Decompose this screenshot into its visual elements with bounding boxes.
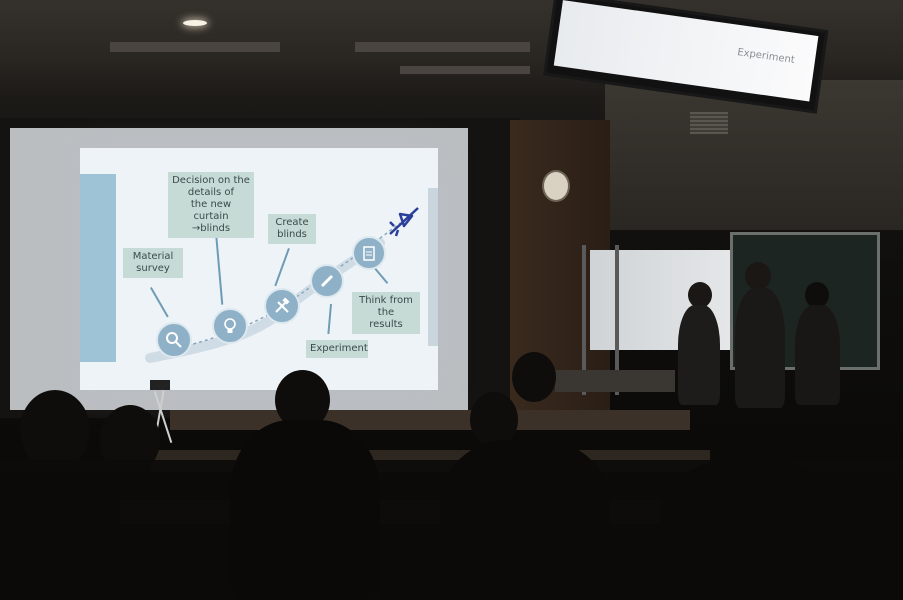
lab-stand-pole [582,245,586,395]
label-think-results: Think from the results [352,292,420,334]
ceiling-beam [355,42,530,52]
slide-accent-bar-right [428,188,438,346]
presenter [678,305,720,405]
label-decision: Decision on the details of the new curta… [168,172,254,238]
wall-clock [542,170,570,202]
presenter-head [745,262,771,290]
audience-member [660,460,840,600]
lightbulb-icon [212,308,248,344]
audience-head [20,390,90,470]
ceiling-beam [400,66,530,74]
label-create-blinds: Create blinds [268,214,316,244]
clipboard-icon [352,236,386,270]
search-icon [156,322,192,358]
air-vent [690,112,728,134]
projected-slide: Material survey Decision on the details … [80,148,438,390]
camera [150,380,170,390]
hammer-icon [264,288,300,324]
audience-member [440,440,610,600]
audience-head [470,392,518,447]
slide-accent-bar-left [80,174,116,362]
path-dashed-line [169,222,401,351]
audience-member [230,420,380,600]
lab-bench [555,370,675,392]
monitor-text: Experiment [736,47,796,66]
desk-row [170,410,690,430]
label-experiment: Experiment [306,340,368,358]
lab-stand-pole [615,245,619,395]
presenter [735,288,785,408]
presenter [795,305,840,405]
ceiling-light [183,20,207,26]
pencil-icon [310,264,344,298]
label-material-survey: Material survey [123,248,183,278]
right-wall [605,80,903,230]
presenter-head [688,282,712,308]
presenter-head [805,282,829,308]
ceiling-beam [110,42,280,52]
airplane-icon [389,207,419,237]
audience-head [512,352,556,402]
